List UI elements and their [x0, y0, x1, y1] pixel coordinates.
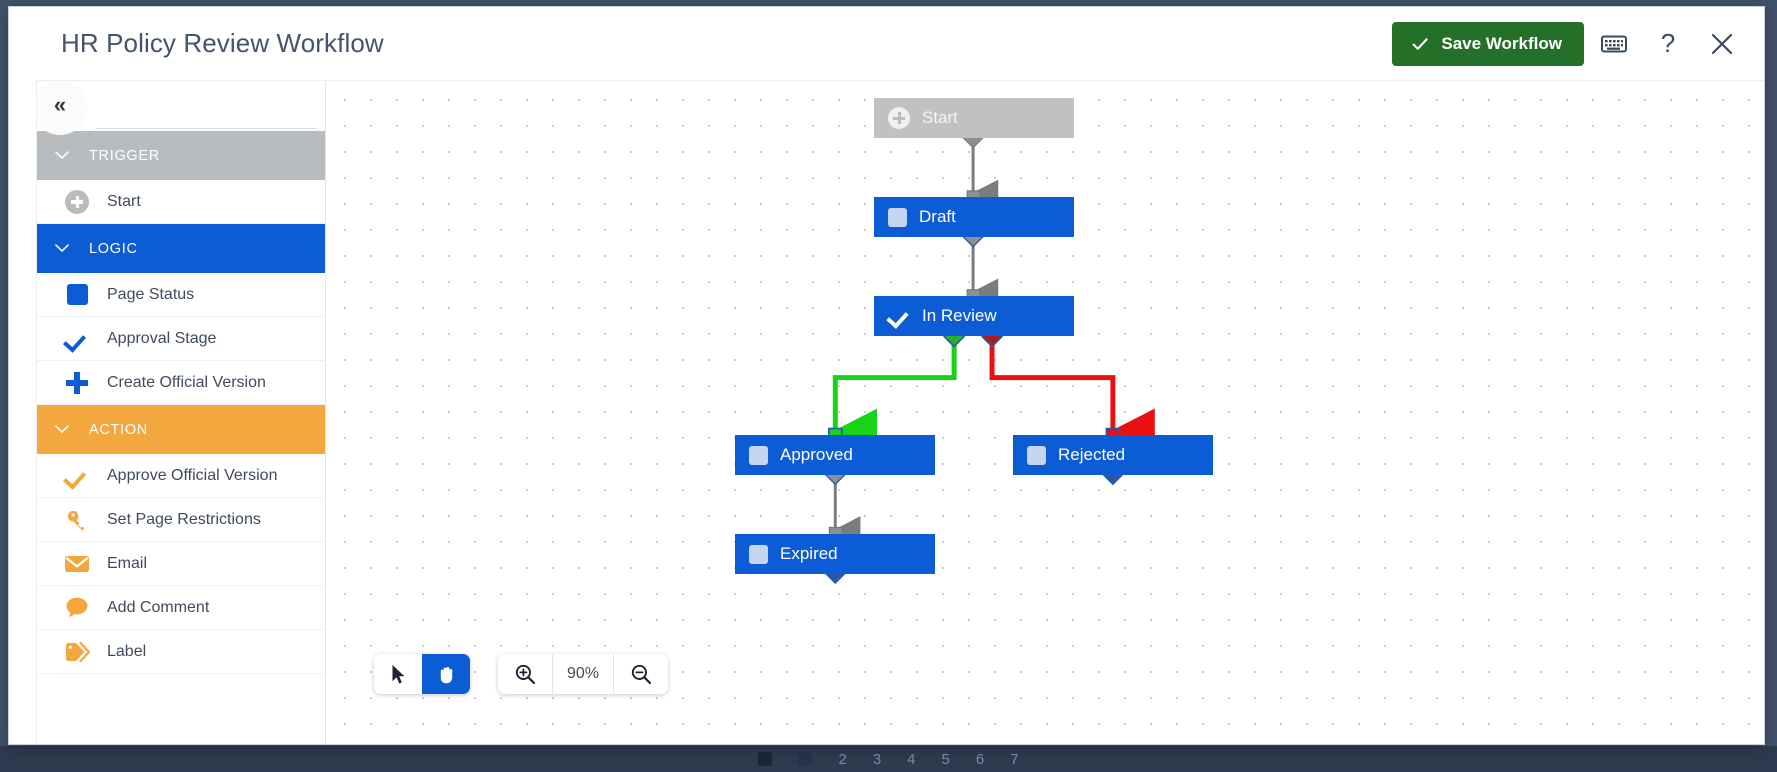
workflow-node-start[interactable]: Start: [874, 98, 1074, 138]
workflow-node-label: In Review: [922, 306, 997, 325]
close-icon[interactable]: [1698, 20, 1746, 68]
dialog-header: HR Policy Review Workflow Save Workflow: [9, 7, 1764, 80]
plus-icon: [55, 371, 99, 394]
workflow-node-in-review[interactable]: In Review: [874, 296, 1074, 336]
envelope-icon: [55, 554, 99, 574]
palette-group-label: LOGIC: [89, 240, 138, 257]
cursor-icon[interactable]: [374, 654, 422, 694]
header-actions: Save Workflow ?: [1392, 20, 1764, 68]
hand-icon[interactable]: [422, 654, 470, 694]
help-icon-glyph: ?: [1660, 28, 1676, 58]
palette-item-label: Page Status: [107, 285, 195, 303]
plus-circle-icon: [888, 107, 910, 129]
zoom-tool-group: 90%: [498, 654, 668, 694]
workflow-canvas[interactable]: Start Draft In Review Approved Rejected: [326, 80, 1764, 744]
double-chevron-left-icon: «: [53, 92, 67, 117]
check-icon: [55, 330, 99, 348]
palette-item-approve-official-version[interactable]: Approve Official Version: [37, 454, 325, 498]
taskbar-chip: [798, 752, 813, 766]
plus-circle-icon: [55, 189, 99, 214]
palette-item-set-page-restrictions[interactable]: Set Page Restrictions: [37, 498, 325, 542]
workflow-node-label: Rejected: [1058, 445, 1126, 464]
chevron-down-icon: [55, 422, 69, 437]
chevron-down-icon: [55, 148, 69, 163]
palette-item-start[interactable]: Start: [37, 180, 325, 224]
check-icon: [888, 308, 910, 325]
palette-item-label: Set Page Restrictions: [107, 510, 261, 528]
check-icon: [1410, 34, 1430, 54]
taskbar-item: 7: [1010, 750, 1019, 768]
palette-item-label: Approval Stage: [107, 329, 217, 347]
keyboard-icon[interactable]: [1590, 20, 1638, 68]
save-workflow-label: Save Workflow: [1441, 33, 1562, 53]
taskbar-item: 6: [975, 750, 985, 768]
canvas-inner: Start Draft In Review Approved Rejected: [326, 81, 1764, 744]
taskbar-item: 5: [941, 750, 950, 768]
edge-draft-inreview[interactable]: [962, 225, 999, 305]
square-icon: [888, 207, 907, 227]
search-input[interactable]: [95, 105, 317, 129]
palette-item-label: Start: [107, 192, 141, 210]
square-icon: [749, 445, 768, 465]
zoom-in-icon[interactable]: [498, 654, 552, 694]
taskbar-item: 4: [907, 750, 916, 768]
palette-item-create-official-version[interactable]: Create Official Version: [37, 361, 325, 405]
workflow-node-expired[interactable]: Expired: [735, 534, 935, 574]
square-icon: [1027, 445, 1046, 465]
help-icon[interactable]: ?: [1644, 20, 1692, 68]
palette-item-label: Add Comment: [107, 598, 210, 616]
palette-header: «: [37, 81, 325, 135]
palette-item-label[interactable]: Label: [37, 630, 325, 674]
palette-item-label: Create Official Version: [107, 373, 266, 391]
workflow-node-label: Draft: [919, 207, 956, 226]
palette-list: TRIGGER Start LOGIC Page Status: [37, 131, 325, 744]
workflow-editor-dialog: HR Policy Review Workflow Save Workflow: [8, 6, 1765, 745]
edge-inreview-approved[interactable]: [827, 325, 966, 453]
background-taskbar: 2 3 4 5 6 7: [0, 746, 1777, 772]
taskbar-chip: [758, 752, 773, 766]
comment-icon: [55, 596, 99, 619]
workflow-node-label: Start: [922, 108, 958, 127]
key-icon: [55, 508, 99, 532]
palette-group-label: ACTION: [89, 421, 148, 438]
palette-group-trigger[interactable]: TRIGGER: [37, 131, 325, 180]
workflow-node-label: Approved: [780, 445, 853, 464]
palette-item-page-status[interactable]: Page Status: [37, 273, 325, 317]
save-workflow-button[interactable]: Save Workflow: [1392, 21, 1584, 66]
canvas-toolbar: 90%: [374, 654, 668, 694]
palette-item-label: Label: [107, 642, 147, 660]
palette-item-add-comment[interactable]: Add Comment: [37, 586, 325, 630]
check-icon: [55, 467, 99, 485]
palette-group-logic[interactable]: LOGIC: [37, 224, 325, 273]
palette-item-label: Approve Official Version: [107, 466, 278, 484]
node-palette: « TRIGGER Start: [36, 80, 326, 744]
workflow-node-rejected[interactable]: Rejected: [1013, 435, 1213, 475]
zoom-level: 90%: [552, 654, 614, 694]
dialog-body: « TRIGGER Start: [9, 80, 1764, 744]
palette-search-wrap: [95, 105, 317, 131]
square-icon: [749, 544, 768, 564]
palette-item-approval-stage[interactable]: Approval Stage: [37, 317, 325, 361]
edge-start-draft[interactable]: [962, 127, 999, 207]
chevron-down-icon: [55, 241, 69, 256]
workflow-node-approved[interactable]: Approved: [735, 435, 935, 475]
zoom-out-icon[interactable]: [614, 654, 668, 694]
blue-square-icon: [55, 284, 99, 305]
page-title: HR Policy Review Workflow: [61, 28, 384, 58]
workflow-node-label: Expired: [780, 544, 838, 563]
palette-group-action[interactable]: ACTION: [37, 405, 325, 454]
edge-inreview-rejected[interactable]: [981, 325, 1155, 453]
tag-icon: [55, 641, 99, 663]
taskbar-item: 3: [872, 750, 882, 768]
edge-approved-expired[interactable]: [824, 463, 861, 543]
palette-item-email[interactable]: Email: [37, 542, 325, 586]
workflow-edges: [824, 127, 1155, 585]
palette-group-label: TRIGGER: [89, 147, 160, 164]
pointer-tool-group: [374, 654, 470, 694]
taskbar-item: 2: [838, 750, 847, 768]
collapse-panel-button[interactable]: «: [37, 81, 87, 135]
workflow-node-draft[interactable]: Draft: [874, 197, 1074, 237]
palette-item-label: Email: [107, 554, 148, 572]
